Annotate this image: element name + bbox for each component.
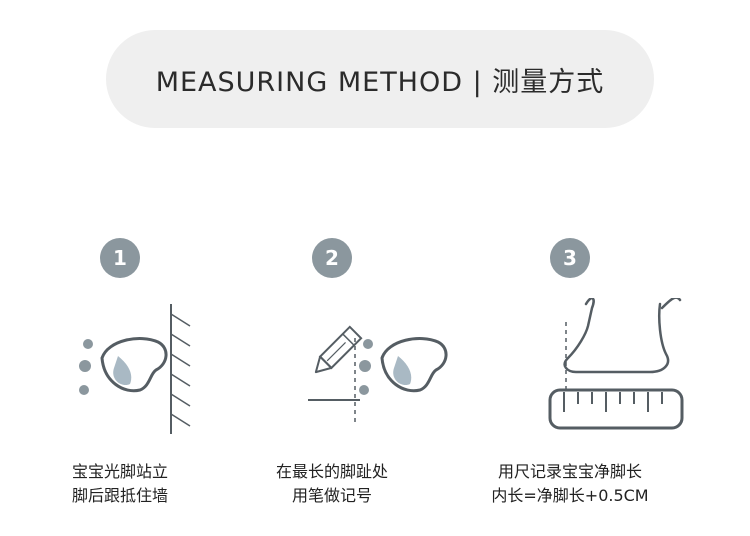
- caption-line-1: 在最长的脚趾处: [275, 462, 388, 481]
- ruler-foot-icon: [548, 298, 684, 430]
- step-number-badge: 2: [312, 238, 352, 278]
- step-caption: 用尺记录宝宝净脚长 内长=净脚长+0.5CM: [450, 460, 690, 508]
- header-pill: MEASURING METHOD | 测量方式: [106, 30, 654, 128]
- caption-line-2: 脚后跟抵住墙: [71, 486, 168, 505]
- caption-line-2: 内长=净脚长+0.5CM: [491, 486, 649, 505]
- foot-against-wall-icon: [79, 304, 191, 434]
- step-caption: 在最长的脚趾处 用笔做记号: [212, 460, 452, 508]
- caption-line-2: 用笔做记号: [291, 486, 372, 505]
- step-number-badge: 1: [100, 238, 140, 278]
- pencil-mark-icon: [308, 325, 448, 422]
- caption-line-1: 用尺记录宝宝净脚长: [497, 462, 642, 481]
- page-title: MEASURING METHOD | 测量方式: [155, 66, 605, 98]
- caption-line-1: 宝宝光脚站立: [71, 462, 168, 481]
- step-number-badge: 3: [550, 238, 590, 278]
- step-caption: 宝宝光脚站立 脚后跟抵住墙: [0, 460, 240, 508]
